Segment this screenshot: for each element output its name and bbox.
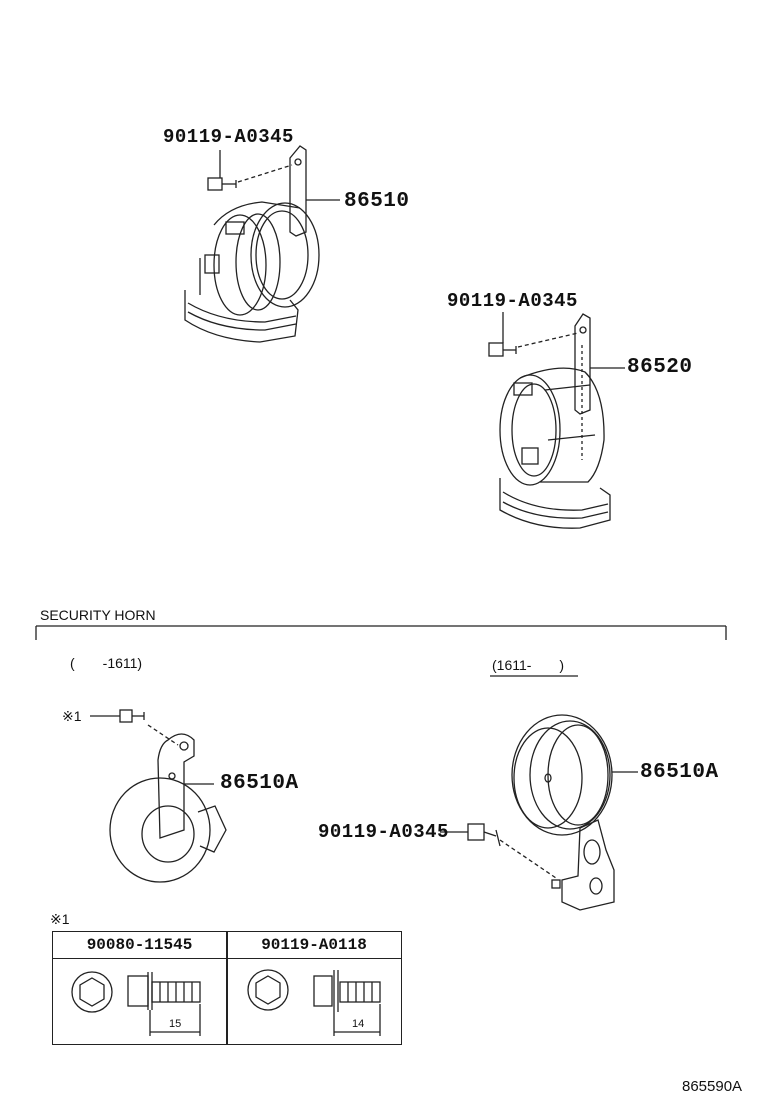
table-note-mark: ※1 — [50, 911, 70, 927]
callout-bolt-top-left: 90119-A0345 — [163, 126, 294, 148]
figure-id: 865590A — [682, 1078, 743, 1095]
range-left-label: ( -1611) — [70, 655, 143, 671]
note-mark-callout: ※1 — [62, 708, 82, 724]
horn-86510-drawing — [184, 145, 340, 343]
security-horn-right-drawing — [440, 714, 638, 911]
callout-security-horn-left: 86510A — [220, 772, 299, 795]
callout-security-horn-right: 86510A — [640, 761, 719, 784]
callout-bolt-bottom-right: 90119-A0345 — [318, 821, 449, 843]
table-dimension-1: 15 — [169, 1018, 182, 1030]
security-horn-left-drawing — [90, 709, 227, 883]
range-right-label: (1611- ) — [492, 657, 565, 673]
horn-86520-drawing — [488, 312, 625, 529]
callout-horn-86520: 86520 — [627, 356, 693, 379]
security-horn-frame — [35, 625, 727, 677]
table-divider — [226, 932, 228, 1044]
callout-bolt-top-right: 90119-A0345 — [447, 290, 578, 312]
callout-horn-86510: 86510 — [344, 190, 410, 213]
table-dimension-2: 14 — [352, 1018, 365, 1030]
fastener-table: 90080-11545 90119-A0118 15 14 — [52, 931, 402, 1045]
table-header-part-2: 90119-A0118 — [227, 932, 401, 959]
table-header-part-1: 90080-11545 — [53, 932, 226, 959]
section-title: SECURITY HORN — [40, 607, 156, 623]
table-bolt-drawings — [71, 969, 381, 1036]
